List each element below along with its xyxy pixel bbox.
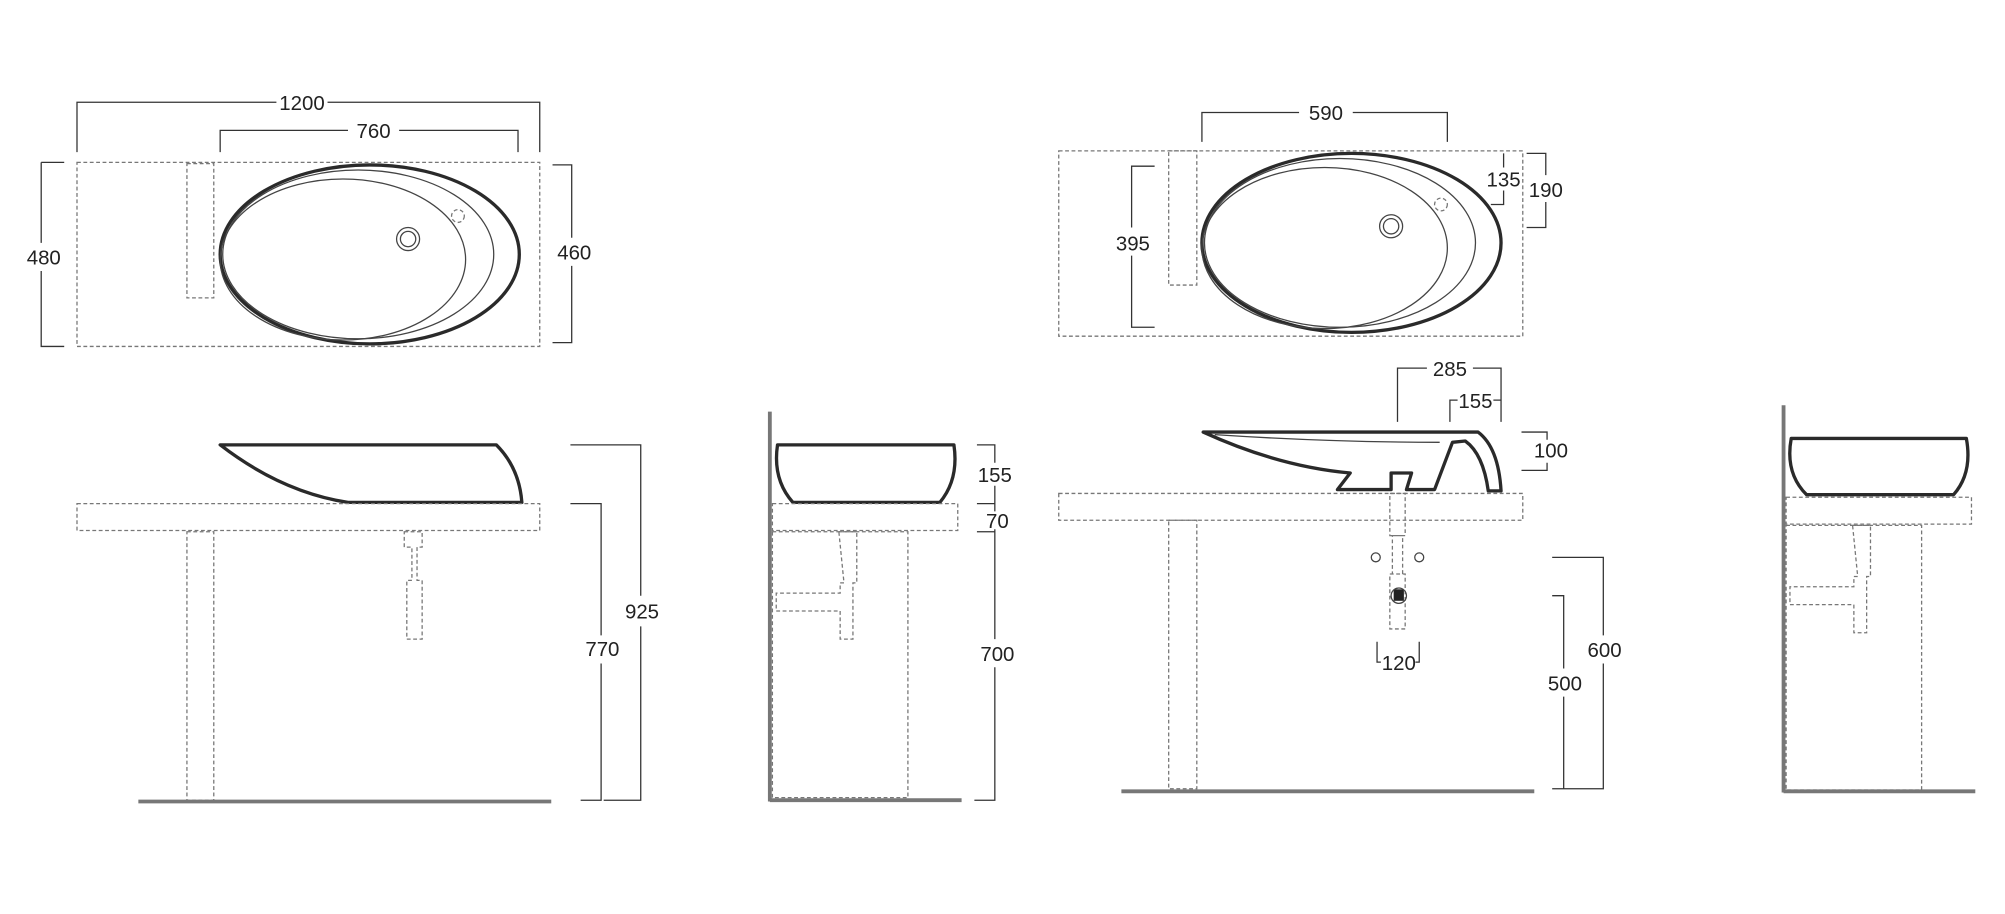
dim-height-total: 925 — [625, 601, 659, 624]
dim-height-top: 770 — [585, 638, 619, 661]
dim-width-basin: 760 — [357, 120, 391, 143]
dim-drain-height: 500 — [1548, 672, 1582, 695]
dim-plan-width: 590 — [1309, 102, 1343, 125]
front-elevation-right: 285 155 100 120 600 500 — [1058, 358, 1622, 794]
dim-counter-thickness: 70 — [986, 510, 1009, 533]
dim-depth-total: 480 — [27, 247, 61, 270]
side-view-right — [1781, 405, 1976, 794]
plan-view-left: 1200 760 480 460 — [27, 92, 591, 348]
dim-offset-a: 285 — [1433, 358, 1467, 381]
dim-supply-spacing: 120 — [1382, 652, 1416, 675]
dim-rim-height: 100 — [1534, 440, 1568, 463]
dim-depth-basin: 460 — [557, 241, 591, 264]
dim-drain-offset-b: 190 — [1529, 179, 1563, 202]
front-elevation-left: 925 770 — [76, 443, 659, 804]
dim-plan-depth: 395 — [1116, 233, 1150, 256]
dim-basin-height: 155 — [978, 464, 1012, 487]
plan-view-right: 590 395 135 190 — [1058, 102, 1563, 337]
dim-counter-height: 700 — [980, 643, 1014, 666]
dim-offset-b: 155 — [1458, 390, 1492, 413]
dim-width-total: 1200 — [279, 92, 324, 115]
dim-supply-height: 600 — [1588, 639, 1622, 662]
dim-drain-offset-a: 135 — [1487, 169, 1521, 192]
side-view-left: 155 70 700 — [767, 411, 1014, 803]
